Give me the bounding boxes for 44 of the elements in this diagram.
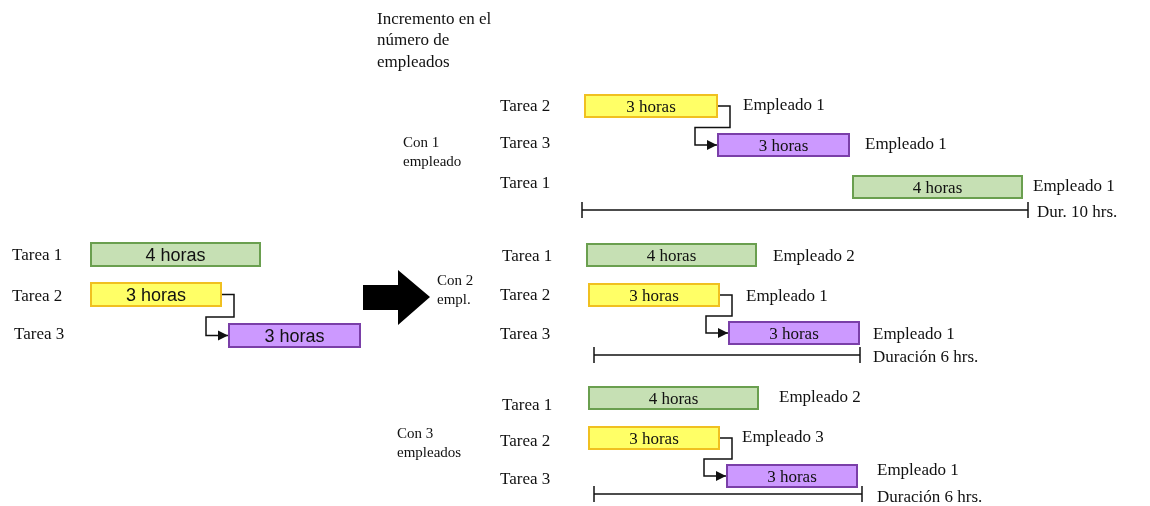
employee-label: Empleado 1 <box>873 323 955 345</box>
text-label: Tarea 2 <box>500 284 551 306</box>
text-label: Duración 6 hrs. <box>873 346 979 368</box>
text-label: Tarea 1 <box>502 394 553 416</box>
employee-label: Empleado 1 <box>746 285 828 307</box>
text-label: Tarea 1 <box>500 172 551 194</box>
task-bar: 3 horas <box>717 133 850 157</box>
arrow <box>205 293 235 341</box>
text-label: Tarea 2 <box>12 285 63 307</box>
employee-label: Empleado 2 <box>779 386 861 408</box>
employee-label: Empleado 1 <box>865 133 947 155</box>
employee-label: Empleado 1 <box>1033 175 1115 197</box>
task-bar: 4 horas <box>852 175 1023 199</box>
text-label: Tarea 2 <box>500 95 551 117</box>
task-bar: 4 horas <box>90 242 261 267</box>
arrow <box>705 294 733 339</box>
text-label: Dur. 10 hrs. <box>1037 201 1118 223</box>
task-bar: 3 horas <box>588 283 720 307</box>
heading-text: Incremento en el número de empleados <box>377 8 493 72</box>
task-bar: 3 horas <box>584 94 718 118</box>
arrow <box>703 437 733 482</box>
employee-label: Empleado 1 <box>877 459 959 481</box>
group-label: Con 3 empleados <box>397 424 463 462</box>
employee-label: Empleado 2 <box>773 245 855 267</box>
text-label: Tarea 3 <box>500 132 551 154</box>
task-bar: 3 horas <box>726 464 858 488</box>
task-bar: 4 horas <box>588 386 759 410</box>
arrow <box>694 105 731 151</box>
text-label: Tarea 3 <box>500 323 551 345</box>
text-label: Tarea 3 <box>500 468 551 490</box>
task-bar: 3 horas <box>728 321 860 345</box>
group-label: Con 2 empl. <box>437 271 475 309</box>
task-bar: 3 horas <box>228 323 361 348</box>
task-bar: 3 horas <box>588 426 720 450</box>
task-bar: 4 horas <box>586 243 757 267</box>
text-label: Duración 6 hrs. <box>877 486 983 506</box>
group-label: Con 1 empleado <box>403 133 463 171</box>
text-label: Tarea 2 <box>500 430 551 452</box>
text-label: Tarea 1 <box>502 245 553 267</box>
employee-label: Empleado 3 <box>742 426 824 448</box>
task-bar: 3 horas <box>90 282 222 307</box>
employee-label: Empleado 1 <box>743 94 825 116</box>
text-label: Tarea 3 <box>14 323 65 345</box>
text-label: Tarea 1 <box>12 244 63 266</box>
